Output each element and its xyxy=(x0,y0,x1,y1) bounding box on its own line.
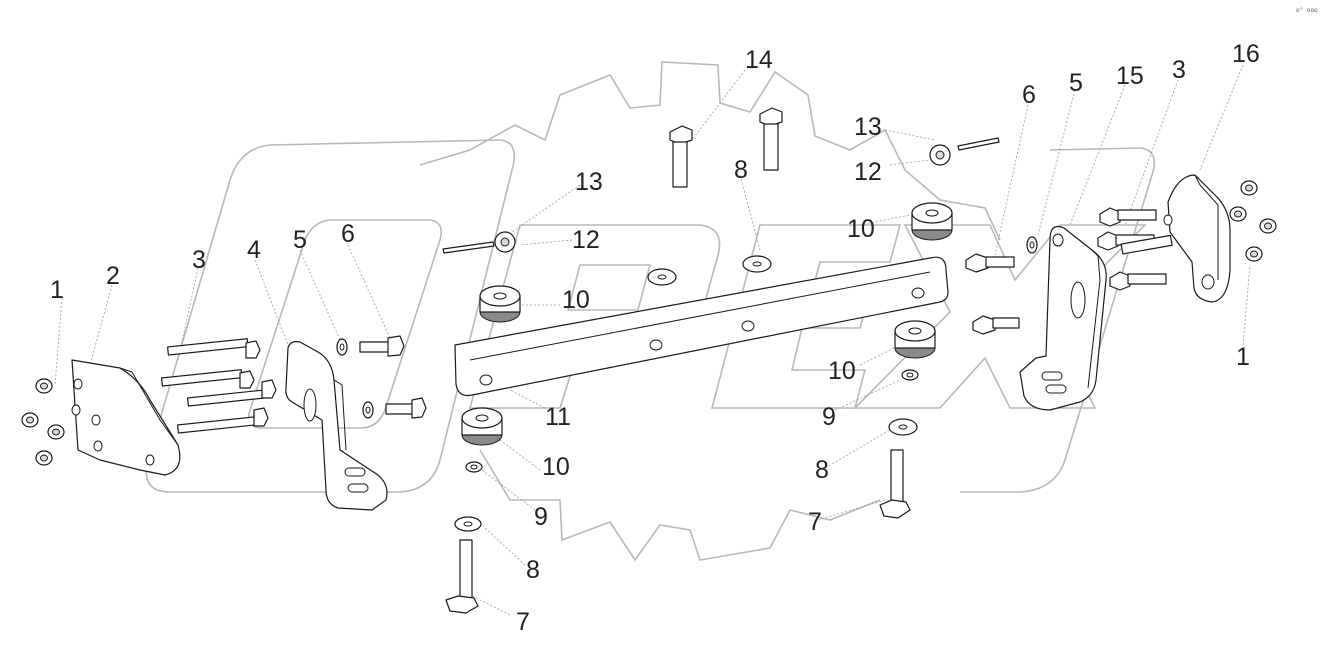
callout-14: 14 xyxy=(745,46,773,74)
callout-1-left: 1 xyxy=(50,276,64,304)
rubber-mount-part-10-d xyxy=(894,320,936,359)
crossbar-part-11 xyxy=(454,256,949,397)
callout-9-right: 9 xyxy=(822,403,836,431)
callout-7-right: 7 xyxy=(808,508,822,536)
callout-16: 16 xyxy=(1232,40,1260,68)
bolt-part-3-left xyxy=(160,338,277,434)
callout-10-c: 10 xyxy=(847,215,875,243)
callout-5-right: 5 xyxy=(1069,69,1083,97)
washer-part-5-right xyxy=(1026,236,1038,254)
bolt-part-6-right xyxy=(965,253,1020,335)
nut-part-1-right xyxy=(1229,180,1277,262)
callout-10-b: 10 xyxy=(542,453,570,481)
cotter-pin-part-13-right xyxy=(957,137,1000,151)
bolt-part-3-right xyxy=(1097,207,1173,291)
bracket-part-4 xyxy=(285,341,388,511)
callout-8-top: 8 xyxy=(734,156,748,184)
washer-part-9-left xyxy=(465,461,483,473)
nut-part-1-left xyxy=(21,378,65,466)
washer-part-8-top xyxy=(647,255,772,286)
bolt-part-7-left xyxy=(445,539,479,614)
leader-lines xyxy=(54,64,1251,616)
callout-12-left: 12 xyxy=(572,226,600,254)
callout-3-left: 3 xyxy=(192,246,206,274)
bolt-part-14 xyxy=(669,107,783,188)
callout-6-left: 6 xyxy=(341,220,355,248)
callout-7-left: 7 xyxy=(516,608,530,636)
callout-10-d: 10 xyxy=(828,357,856,385)
castle-nut-part-12-left xyxy=(494,231,516,253)
callout-5-left: 5 xyxy=(293,226,307,254)
washer-part-8-right xyxy=(888,418,918,436)
callout-13-left: 13 xyxy=(575,168,603,196)
rubber-mount-part-10-b xyxy=(461,407,503,446)
callout-15: 15 xyxy=(1116,62,1144,90)
bracket-part-16 xyxy=(1163,174,1231,303)
washer-part-8-left xyxy=(454,516,482,532)
corner-code: o° ooo xyxy=(1296,7,1318,14)
washer-part-5-left xyxy=(336,338,374,419)
bolt-part-7-right xyxy=(879,449,911,519)
callout-labels: 1 2 3 4 5 6 13 12 10 11 10 9 8 7 14 8 13… xyxy=(50,40,1260,636)
callout-8-right: 8 xyxy=(815,456,829,484)
callout-10-a: 10 xyxy=(562,286,590,314)
rubber-mount-part-10-a xyxy=(479,285,521,323)
rubber-mount-part-10-c xyxy=(911,202,953,241)
callout-11: 11 xyxy=(545,403,571,431)
callout-1-right: 1 xyxy=(1236,343,1250,371)
bolt-part-6-left xyxy=(359,335,427,419)
bracket-part-2 xyxy=(71,359,181,476)
callout-12-right: 12 xyxy=(854,158,882,186)
callout-2: 2 xyxy=(106,262,120,290)
castle-nut-part-12-right xyxy=(929,144,951,166)
callout-4: 4 xyxy=(247,236,261,264)
callout-8-left: 8 xyxy=(526,556,540,584)
callout-3-right: 3 xyxy=(1172,56,1186,84)
washer-part-9-right xyxy=(901,369,919,381)
callout-6-right: 6 xyxy=(1022,81,1036,109)
callout-9-left: 9 xyxy=(534,503,548,531)
cotter-pin-part-13-left xyxy=(442,241,495,254)
callout-13-right: 13 xyxy=(854,113,882,141)
bracket-part-15 xyxy=(1019,225,1107,411)
